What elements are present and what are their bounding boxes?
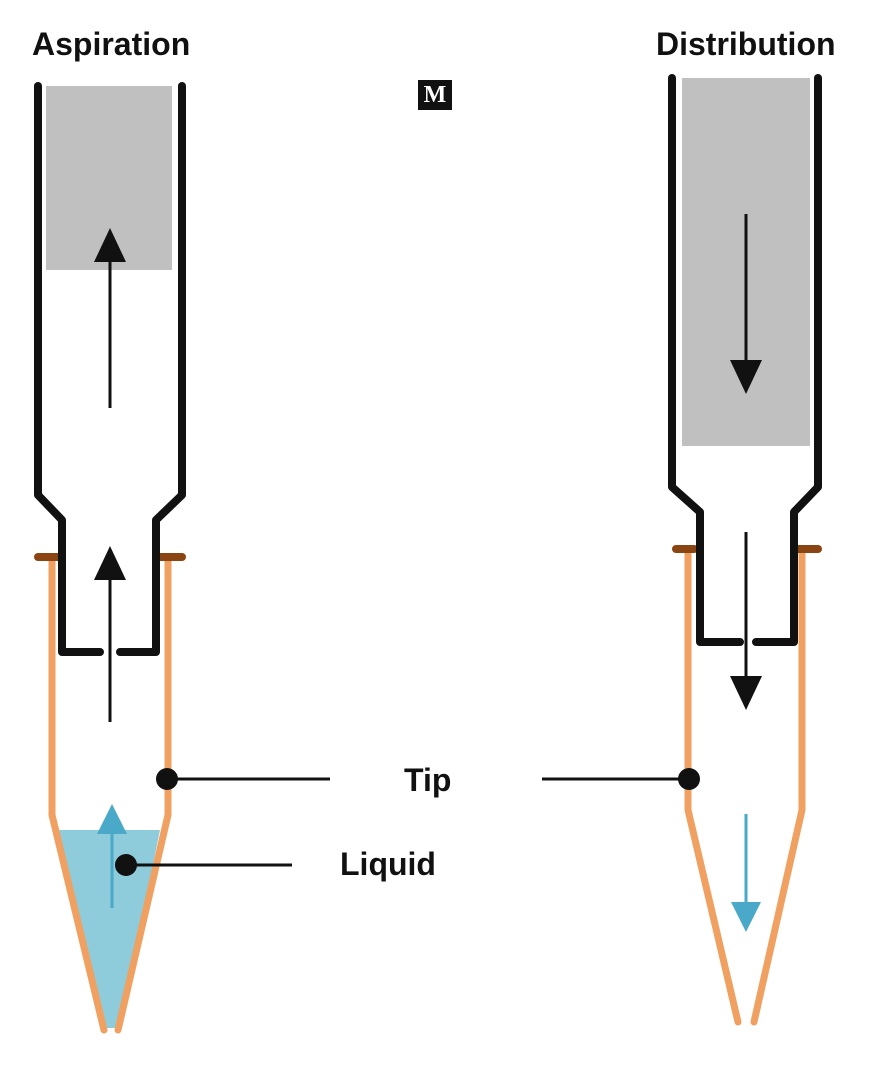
distribution-arrowhead-upper bbox=[730, 360, 762, 394]
distribution-tip-wall-left bbox=[684, 546, 742, 1026]
aspiration-tip-wall-right bbox=[114, 554, 172, 1034]
aspiration-barrel-right bbox=[116, 82, 186, 656]
aspiration-title: Aspiration bbox=[32, 26, 191, 62]
aspiration-arrowhead-upper bbox=[94, 228, 126, 262]
tip-label: Tip bbox=[404, 762, 452, 798]
aspiration-liquid-arrowhead bbox=[97, 804, 127, 834]
distribution-barrel-right bbox=[752, 74, 822, 646]
aspiration-pipette bbox=[34, 82, 186, 1034]
aspiration-liquid bbox=[58, 830, 160, 1028]
liquid-label: Liquid bbox=[340, 846, 436, 882]
distribution-title: Distribution bbox=[656, 26, 836, 62]
distribution-pipette bbox=[668, 74, 822, 1026]
distribution-barrel-left bbox=[668, 74, 744, 646]
logo-icon: M bbox=[418, 80, 452, 110]
distribution-tip-wall-right bbox=[750, 546, 806, 1026]
aspiration-tip-wall-left bbox=[48, 554, 108, 1034]
callout-lines bbox=[115, 768, 700, 876]
tip-dot-left bbox=[156, 768, 178, 790]
tip-dot-right bbox=[678, 768, 700, 790]
distribution-liquid-arrowhead bbox=[731, 902, 761, 932]
aspiration-arrowhead-lower bbox=[94, 546, 126, 580]
distribution-arrowhead-lower bbox=[730, 676, 762, 710]
liquid-dot bbox=[115, 854, 137, 876]
aspiration-barrel-left bbox=[34, 82, 104, 656]
